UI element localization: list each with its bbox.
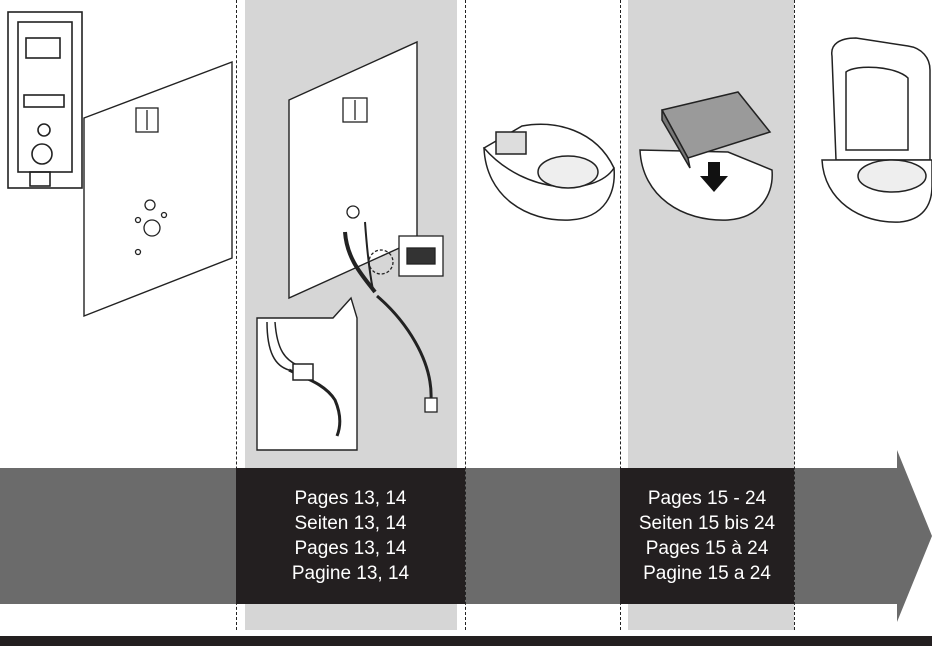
water-connection-illustration [245,0,457,460]
page-reference-en: Pages 15 - 24 [648,486,766,511]
step-label-box: Pages 15 - 24 Seiten 15 bis 24 Pages 15 … [620,468,794,604]
page-reference-fr: Pages 15 à 24 [646,536,769,561]
toilet-bowl-illustration [466,0,620,240]
installation-frame-illustration [0,0,236,330]
page-reference-de: Seiten 15 bis 24 [639,511,775,536]
footer-bar [0,636,932,646]
page-reference-en: Pages 13, 14 [295,486,407,511]
step-label-box: Pages 13, 14 Seiten 13, 14 Pages 13, 14 … [236,468,465,604]
page-reference-de: Seiten 13, 14 [295,511,407,536]
toilet-lid-mounting-illustration [628,0,794,240]
page-reference-it: Pagine 13, 14 [292,561,409,586]
column-divider [794,0,795,630]
toilet-open-lid-illustration [796,0,932,240]
page-reference-fr: Pages 13, 14 [295,536,407,561]
page-reference-it: Pagine 15 a 24 [643,561,771,586]
